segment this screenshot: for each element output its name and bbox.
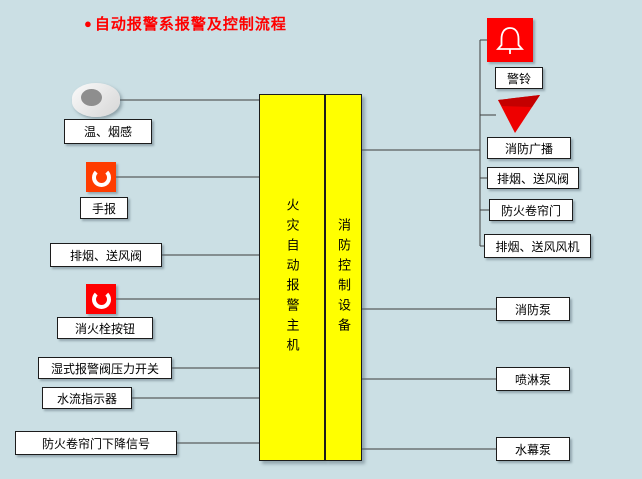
input-hydrant-button-text: 消火栓按钮 <box>74 321 135 336</box>
output-exhaust-valve-text: 排烟、送风阀 <box>496 171 569 186</box>
output-broadcast-text: 消防广播 <box>504 141 553 156</box>
input-shutter-signal-label: 防火卷帘门下降信号 <box>15 431 177 455</box>
input-shutter-signal-text: 防火卷帘门下降信号 <box>41 436 150 451</box>
output-bell-text: 警铃 <box>506 71 531 86</box>
detector-lens <box>81 89 102 106</box>
page-title: ●自动报警系报警及控制流程 <box>84 13 287 34</box>
input-manual-call-label: 手报 <box>80 197 128 219</box>
title-bullet-icon: ● <box>84 16 93 31</box>
input-water-flow-label: 水流指示器 <box>42 387 132 409</box>
input-wet-valve-switch-text: 湿式报警阀压力开关 <box>50 361 159 376</box>
alarm-host-panel: 火灾自动报警主机 <box>259 94 325 461</box>
output-exhaust-valve-label: 排烟、送风阀 <box>487 167 579 189</box>
alarm-bell-icon <box>487 18 533 62</box>
output-sprinkler-pump-label: 喷淋泵 <box>496 367 570 391</box>
horn-glyph <box>498 95 540 133</box>
output-exhaust-fan-label: 排烟、送风风机 <box>484 234 591 258</box>
bell-glyph <box>496 27 524 54</box>
alarm-host-text: 火灾自动报警主机 <box>284 197 300 358</box>
output-fire-shutter-label: 防火卷帘门 <box>489 199 573 221</box>
input-smoke-heat-text: 温、烟感 <box>83 125 132 139</box>
control-equipment-panel: 消防控制设备 <box>325 94 362 461</box>
output-broadcast-label: 消防广播 <box>487 137 571 159</box>
input-exhaust-valve-label: 排烟、送风阀 <box>50 243 162 267</box>
output-water-curtain-pump-text: 水幕泵 <box>514 442 551 457</box>
input-smoke-heat-label: 温、烟感 <box>64 119 152 144</box>
output-fire-shutter-text: 防火卷帘门 <box>500 203 561 218</box>
smoke-detector-icon <box>72 83 120 117</box>
input-wet-valve-switch-label: 湿式报警阀压力开关 <box>38 357 172 379</box>
hydrant-ring-glyph <box>91 289 111 309</box>
hydrant-button-icon <box>86 284 116 314</box>
control-equipment-text: 消防控制设备 <box>336 217 351 338</box>
output-bell-label: 警铃 <box>495 67 543 89</box>
speaker-horn-icon <box>496 95 542 135</box>
input-manual-call-text: 手报 <box>91 201 116 216</box>
manual-call-point-icon <box>86 162 116 192</box>
input-water-flow-text: 水流指示器 <box>56 391 117 406</box>
output-water-curtain-pump-label: 水幕泵 <box>496 437 570 461</box>
input-exhaust-valve-text: 排烟、送风阀 <box>69 248 142 263</box>
output-fire-pump-text: 消防泵 <box>514 302 551 317</box>
manual-call-ring-glyph <box>91 167 111 187</box>
title-text: 自动报警系报警及控制流程 <box>94 16 287 33</box>
input-hydrant-button-label: 消火栓按钮 <box>57 317 153 339</box>
output-sprinkler-pump-text: 喷淋泵 <box>514 372 551 387</box>
output-fire-pump-label: 消防泵 <box>496 297 570 321</box>
output-exhaust-fan-text: 排烟、送风风机 <box>495 239 580 254</box>
